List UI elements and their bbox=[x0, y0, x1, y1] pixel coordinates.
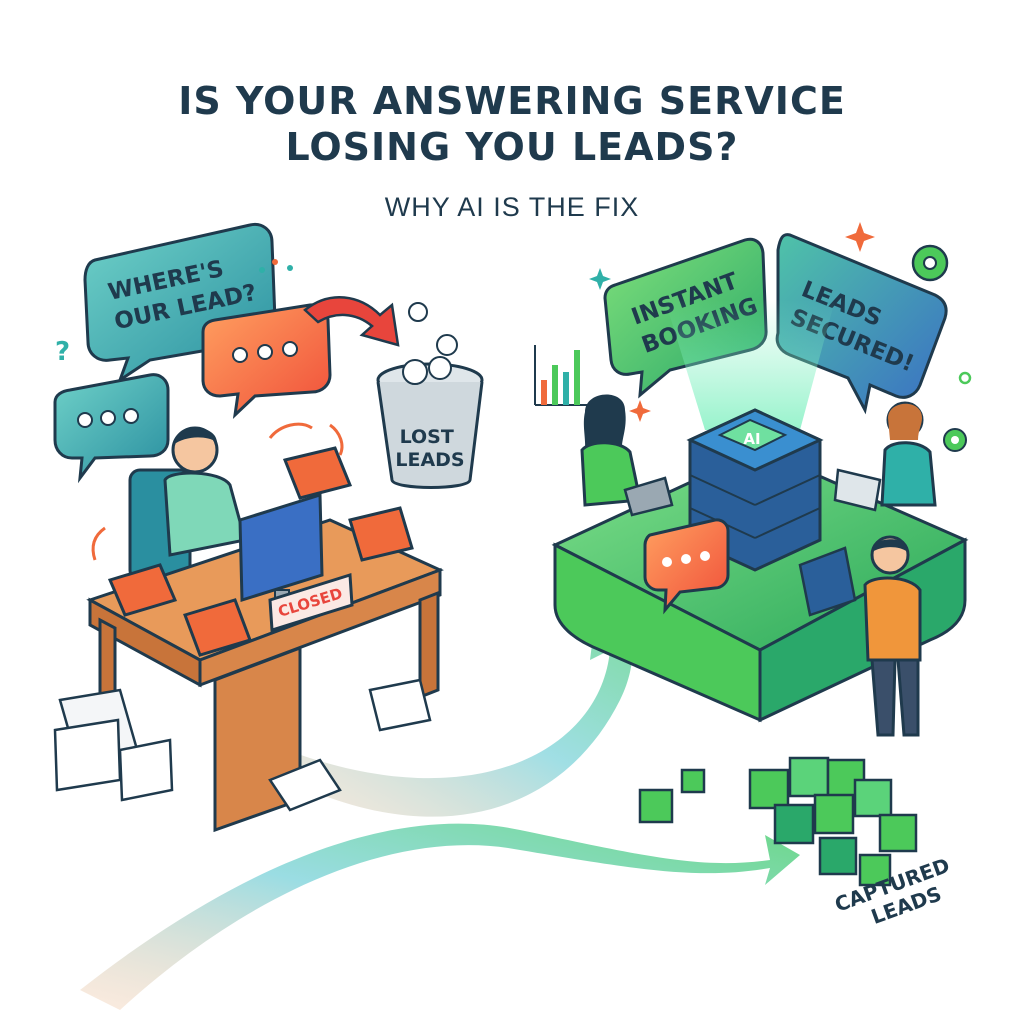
ai-badge: AI bbox=[743, 430, 760, 448]
lost-leads-bin: LOST LEADS bbox=[376, 302, 484, 489]
red-arrow-icon bbox=[303, 296, 400, 347]
question-mark-icon: ? bbox=[55, 337, 70, 367]
captured-leads-cubes bbox=[638, 756, 918, 887]
subtitle: WHY AI IS THE FIX bbox=[384, 192, 640, 222]
chat-bubble-icon bbox=[643, 518, 730, 615]
closed-sign: CLOSED bbox=[268, 573, 354, 632]
title-line-1: IS YOUR ANSWERING SERVICE bbox=[178, 79, 846, 123]
title-line-2: LOSING YOU LEADS? bbox=[285, 125, 739, 169]
ai-light-beam bbox=[665, 300, 835, 430]
sparkle-dots-icon bbox=[259, 259, 293, 273]
ringing-phones bbox=[91, 422, 414, 657]
header: IS YOUR ANSWERING SERVICE LOSING YOU LEA… bbox=[0, 78, 1024, 223]
gear-icon bbox=[911, 244, 967, 452]
lead-flow-arrow bbox=[80, 580, 800, 1010]
speech-bubble-dots-orange bbox=[201, 303, 332, 420]
bar-chart-icon bbox=[534, 345, 590, 406]
stressed-operator bbox=[128, 426, 247, 582]
speech-bubble-dots-teal bbox=[53, 373, 170, 484]
paper-stacks bbox=[53, 678, 432, 812]
sparkle-icons bbox=[589, 222, 972, 422]
bin-label: LOST LEADS bbox=[395, 426, 464, 471]
agent-woman-right bbox=[833, 401, 937, 512]
agent-woman-left bbox=[580, 394, 674, 517]
agent-man-front bbox=[798, 535, 922, 737]
